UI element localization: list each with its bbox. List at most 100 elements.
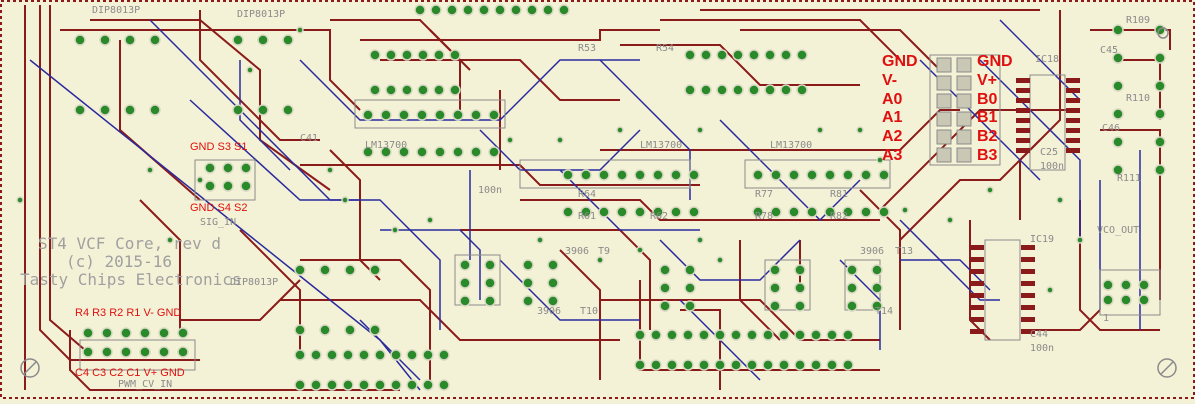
pad [422, 349, 434, 361]
chip-label-lm13700-3: LM13700 [770, 140, 813, 151]
pad [390, 349, 402, 361]
pad [746, 329, 758, 341]
pad [99, 104, 111, 116]
cap-value-c44: 100n [1030, 343, 1055, 354]
thru-hole-pads [16, 4, 1166, 391]
pad [470, 109, 482, 121]
pad [222, 162, 234, 174]
pad [780, 84, 792, 96]
pad [1112, 136, 1124, 148]
pad [1112, 52, 1124, 64]
pad [124, 104, 136, 116]
board-title-line-2: (c) 2015-16 [66, 252, 172, 271]
pad [177, 327, 189, 339]
pad [770, 169, 782, 181]
chip-label-lm13700-1: LM13700 [365, 140, 408, 151]
res-label-r62: R62 [650, 211, 669, 222]
pad [101, 346, 113, 358]
pad [494, 4, 506, 16]
pad [580, 206, 592, 218]
pad [1120, 279, 1132, 291]
pad [422, 379, 434, 391]
pad [1138, 279, 1150, 291]
pad [778, 359, 790, 371]
pad [385, 49, 397, 61]
pad [414, 4, 426, 16]
pad [752, 206, 764, 218]
pad [510, 4, 522, 16]
pad [770, 206, 782, 218]
pad [344, 324, 356, 336]
chip-label-ic19: IC19 [1030, 234, 1055, 245]
ribbon-right-pin-b2: B2 [977, 128, 998, 145]
pad [824, 206, 836, 218]
pad [452, 146, 464, 158]
pad [764, 84, 776, 96]
pad [698, 329, 710, 341]
pad [319, 264, 331, 276]
sig-in-bottom-pins: GND S4 S2 [190, 202, 248, 214]
pad [416, 109, 428, 121]
pad [240, 180, 252, 192]
pad [806, 206, 818, 218]
pad [716, 84, 728, 96]
pad [1076, 236, 1084, 244]
top-traces [24, 5, 1171, 391]
pad [522, 259, 534, 271]
pad [369, 49, 381, 61]
pad [1154, 24, 1166, 36]
pad [542, 4, 554, 16]
pad [670, 169, 682, 181]
pad [810, 329, 822, 341]
transistor-t10: T10 [580, 306, 599, 317]
dip-label-3: DIP8013P [230, 277, 279, 288]
pad [204, 162, 216, 174]
pad [240, 162, 252, 174]
pad [732, 84, 744, 96]
ribbon-left-pin-a2: A2 [882, 128, 903, 145]
pad [796, 49, 808, 61]
pad [762, 329, 774, 341]
pad [860, 169, 872, 181]
pad [616, 126, 624, 134]
pad [780, 49, 792, 61]
pad [700, 84, 712, 96]
pad [146, 166, 154, 174]
pad [688, 169, 700, 181]
pad [748, 84, 760, 96]
pad [659, 264, 671, 276]
res-label-r61: R61 [578, 211, 597, 222]
res-label-r81: R81 [830, 189, 849, 200]
pad [149, 34, 161, 46]
pad [762, 359, 774, 371]
pad [232, 34, 244, 46]
pad [438, 349, 450, 361]
transistor-t14: T14 [875, 306, 894, 317]
pad [634, 169, 646, 181]
smd-pads [970, 78, 1080, 334]
pad [659, 300, 671, 312]
pad [1112, 108, 1124, 120]
pad [417, 84, 429, 96]
pad [684, 282, 696, 294]
bottom-traces [29, 19, 1141, 391]
pad [449, 84, 461, 96]
pad [1138, 294, 1150, 306]
pad [158, 346, 170, 358]
pad [426, 216, 434, 224]
pad [748, 49, 760, 61]
pad [816, 126, 824, 134]
pad [438, 379, 450, 391]
pad [682, 329, 694, 341]
pad [684, 264, 696, 276]
pad [716, 49, 728, 61]
pad [374, 379, 386, 391]
pad [310, 379, 322, 391]
ribbon-left-pin-a1: A1 [882, 109, 903, 126]
pad [846, 282, 858, 294]
chip-label-3906-2: 3906 [860, 246, 885, 257]
pad [294, 264, 306, 276]
pad [1102, 279, 1114, 291]
pad [82, 346, 94, 358]
pad [810, 359, 822, 371]
